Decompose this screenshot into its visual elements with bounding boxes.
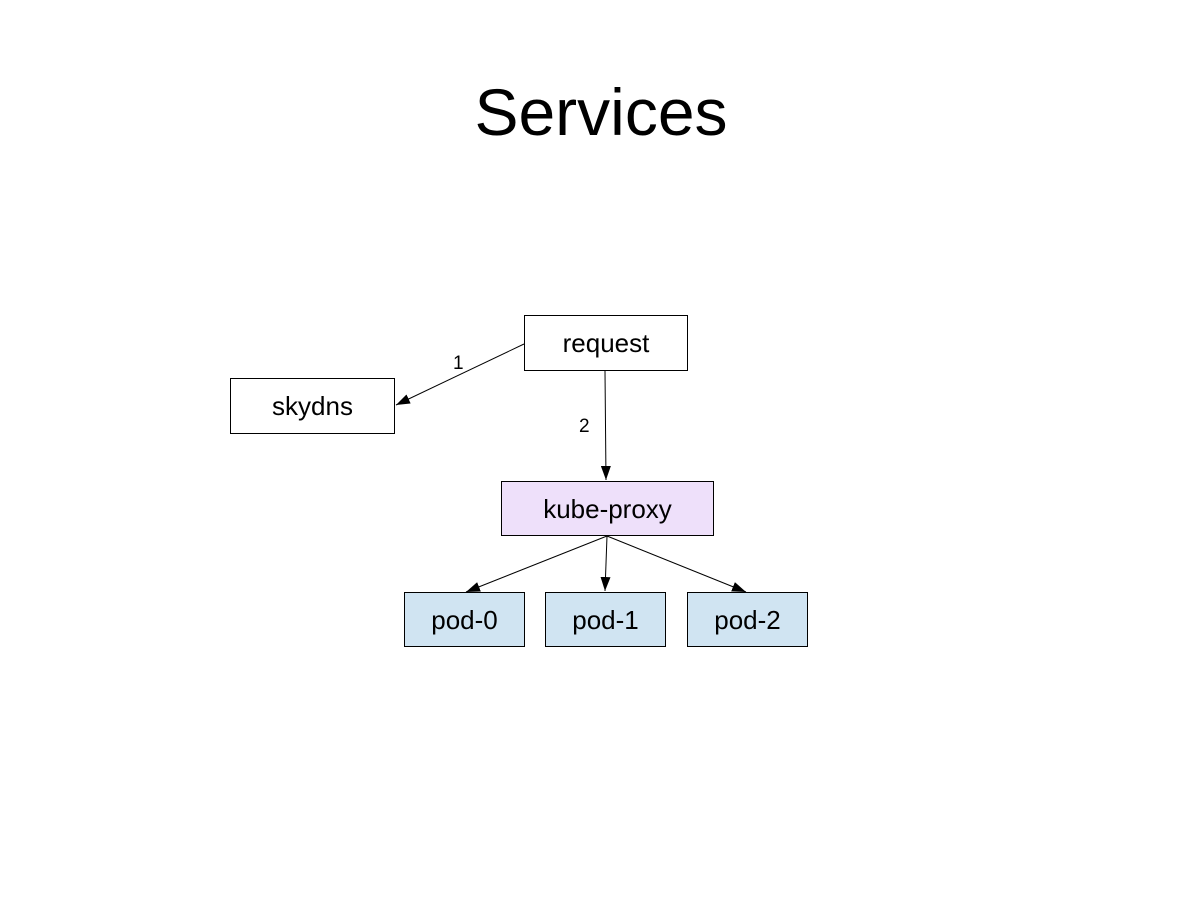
edge-label-2: 2 [579, 416, 590, 437]
node-kube-proxy-label: kube-proxy [543, 493, 672, 524]
edge-request-to-kube-proxy [600, 370, 611, 481]
node-skydns: skydns [230, 378, 395, 434]
edge-kube-proxy-to-pod-2 [606, 535, 747, 593]
node-request-label: request [562, 328, 650, 358]
node-pod-2-label: pod-2 [714, 604, 781, 635]
edge-kube-proxy-to-pod-1 [600, 535, 611, 592]
slide-title: Services [474, 75, 728, 149]
node-pod-2: pod-2 [687, 592, 808, 647]
edge-label-1: 1 [453, 353, 464, 374]
node-pod-0-label: pod-0 [431, 604, 498, 635]
node-pod-1: pod-1 [545, 592, 666, 647]
node-kube-proxy: kube-proxy [501, 481, 714, 536]
node-pod-1-label: pod-1 [572, 604, 639, 635]
node-pod-0: pod-0 [404, 592, 525, 647]
node-skydns-label: skydns [272, 391, 353, 421]
edge-kube-proxy-to-pod-0 [465, 535, 608, 593]
node-request: request [524, 315, 688, 371]
